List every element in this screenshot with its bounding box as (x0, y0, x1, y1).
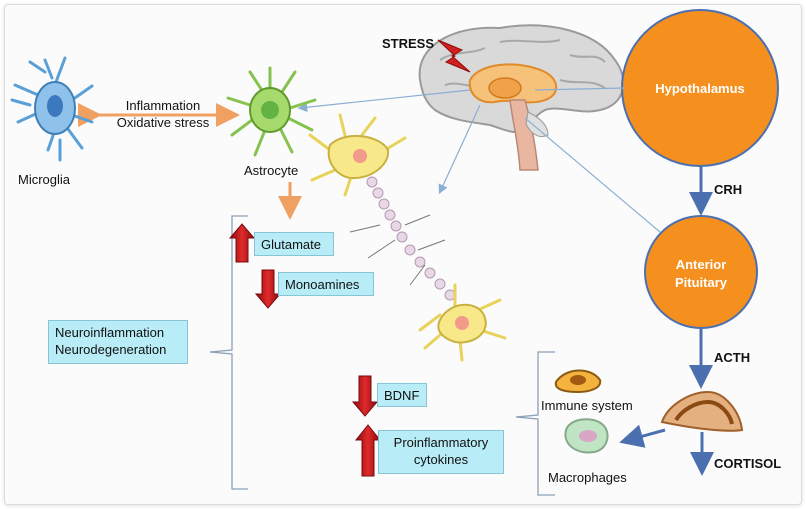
monoamines-box: Monoamines (278, 272, 374, 296)
bdnf-box: BDNF (377, 383, 427, 407)
anterior-pituitary-label-line1: Anterior (675, 257, 727, 272)
microglia-label: Microglia (18, 172, 71, 187)
brain-to-pituitary-line (524, 117, 661, 233)
brain-to-astrocyte-line (297, 89, 471, 113)
macrophages-label: Macrophages (548, 470, 627, 485)
cortisol-label: CORTISOL (714, 456, 782, 471)
macrophage-cell (564, 418, 609, 454)
acth-label: ACTH (714, 350, 751, 365)
lightning-bolt-icon (437, 39, 471, 73)
microglia-cell (10, 56, 94, 162)
adrenal-gland (660, 390, 744, 432)
anterior-pituitary-label-line2: Pituitary (674, 275, 727, 290)
brain-illustration (418, 24, 625, 171)
hypothalamus-label: Hypothalamus (655, 81, 745, 96)
astrocyte-cell (226, 66, 317, 157)
immune-system-label: Immune system (541, 398, 633, 413)
neuron-illustration (308, 113, 507, 362)
up-arrow-icon (228, 223, 256, 263)
cytokines-text: cytokines (413, 452, 469, 467)
inflammation-label: Inflammation (125, 98, 201, 113)
neuroinflammation-text: Neuroinflammation (55, 325, 165, 340)
down-arrow-icon (254, 269, 282, 309)
stress-label: STRESS (382, 36, 435, 51)
brain-to-hypothalamus-line (534, 87, 626, 91)
glutamate-box: Glutamate (254, 232, 334, 256)
astrocyte-label: Astrocyte (244, 163, 299, 178)
left-bracket (209, 215, 248, 490)
right-bracket (515, 351, 555, 496)
neurodegeneration-text: Neurodegeneration (55, 342, 167, 357)
cytokines-box: Proinflammatory cytokines (378, 430, 504, 474)
adrenal-to-immune-arrow (619, 424, 666, 448)
down-arrow-icon (351, 375, 379, 417)
oxidative-stress-label: Oxidative stress (116, 115, 210, 130)
up-arrow-icon (354, 424, 382, 477)
brain-to-neuron-line (438, 104, 481, 195)
crh-label: CRH (714, 182, 743, 197)
proinflammatory-text: Proinflammatory (393, 435, 489, 450)
immune-cell (554, 369, 602, 394)
neuroinflammation-box: Neuroinflammation Neurodegeneration (48, 320, 188, 364)
